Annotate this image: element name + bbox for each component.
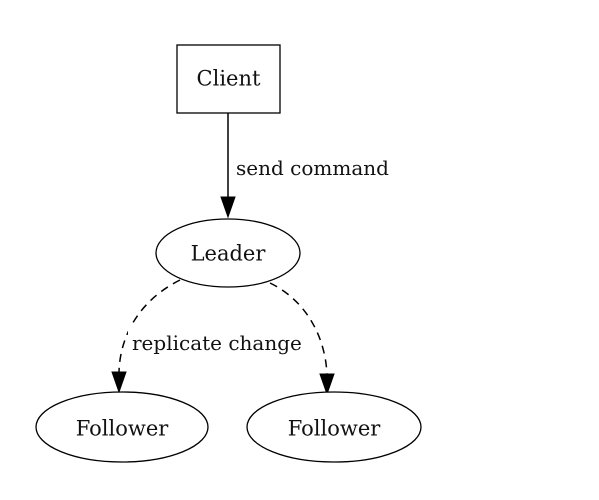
leader-ellipse — [155, 218, 301, 288]
node-follower-left: Follower — [35, 391, 209, 463]
follower-left-ellipse — [35, 391, 209, 463]
arrowhead-replicate-right — [319, 373, 335, 396]
node-follower-right: Follower — [246, 391, 422, 463]
edge-replicate-right — [269, 282, 335, 396]
follower-left-label: Follower — [76, 417, 170, 441]
client-label: Client — [197, 67, 261, 91]
node-client: Client — [176, 44, 281, 114]
follower-right-ellipse — [246, 391, 422, 463]
node-leader: Leader — [155, 218, 301, 288]
arrowhead-send-command — [220, 196, 236, 219]
edge-label-send-command: send command — [236, 156, 389, 180]
arrowhead-replicate-left — [111, 371, 127, 394]
edge-line-replicate-right — [269, 282, 328, 375]
client-box — [176, 44, 281, 114]
edge-label-replicate-change: replicate change — [132, 331, 302, 355]
follower-right-label: Follower — [288, 417, 382, 441]
edge-send-command — [220, 113, 236, 219]
edge-replicate-left — [111, 279, 181, 394]
leader-label: Leader — [191, 242, 267, 266]
edge-label-bg-replicate — [128, 327, 308, 357]
edge-line-replicate-left — [118, 279, 181, 373]
